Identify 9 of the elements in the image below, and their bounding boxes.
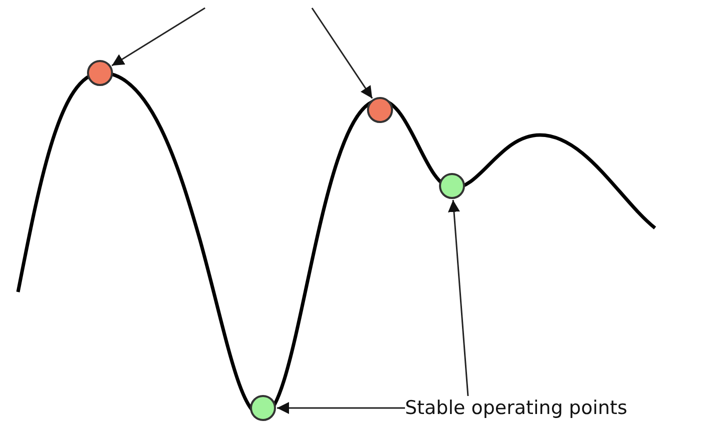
ball-marker: [250, 395, 276, 421]
ball-marker: [367, 97, 393, 123]
callout-text: Stable operating points: [405, 396, 628, 420]
arrow: [277, 402, 405, 414]
arrow: [112, 7, 206, 66]
arrow: [311, 8, 373, 99]
arrow: [448, 200, 469, 396]
ball-marker: [439, 173, 465, 199]
ball-marker: [87, 60, 113, 86]
